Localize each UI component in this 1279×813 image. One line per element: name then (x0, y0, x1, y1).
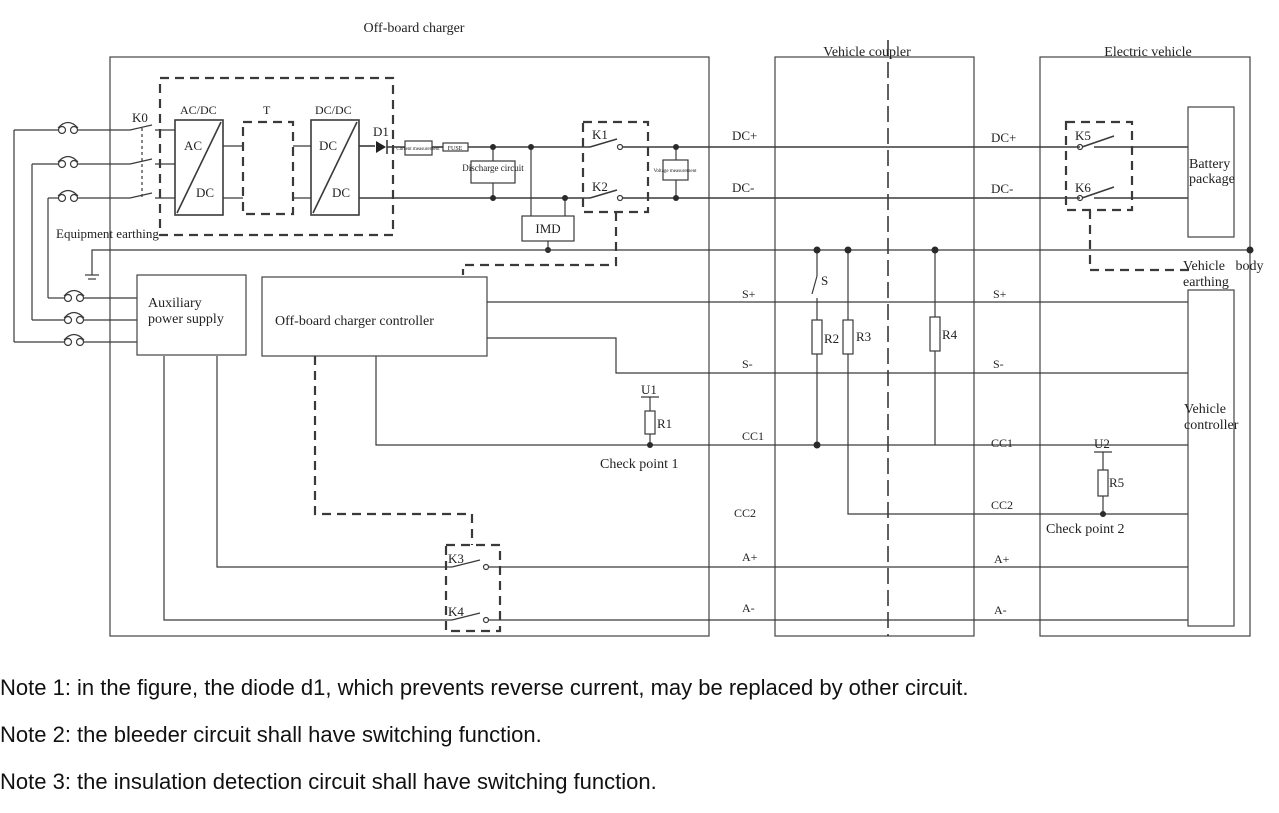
check-point-1-label: Check point 1 (600, 457, 679, 472)
discharge-circuit-label: Discharge circuit (462, 163, 524, 173)
k2-label: K2 (592, 179, 608, 194)
a-minus-label-vehicle: A- (994, 603, 1007, 617)
r1 (644, 410, 656, 435)
note-1: Note 1: in the figure, the diode d1, whi… (0, 675, 969, 700)
s-minus-label-charger: S- (742, 357, 753, 371)
k6-label: K6 (1075, 180, 1091, 195)
ac-dc-converter (174, 119, 224, 216)
k5-label: K5 (1075, 128, 1091, 143)
aux-power-line1: Auxiliary (148, 296, 202, 311)
vehicle-body-line1: Vehicle body (1183, 259, 1263, 274)
imd-label: IMD (535, 221, 560, 236)
d1-label: D1 (373, 124, 389, 139)
note-2: Note 2: the bleeder circuit shall have s… (0, 722, 542, 747)
vehicle-controller (1187, 289, 1235, 627)
power-conversion-enclosure (158, 76, 395, 237)
cc1-label-vehicle: CC1 (991, 436, 1013, 450)
transformer (241, 120, 295, 216)
r3-label: R3 (856, 329, 871, 344)
earthing-bus (91, 249, 1250, 275)
r4-label: R4 (942, 327, 958, 342)
dc-dc-converter (310, 119, 360, 216)
s-label: S (821, 273, 828, 288)
k1-label: K1 (592, 127, 608, 142)
r2-label: R2 (824, 331, 839, 346)
s-plus-label-charger: S+ (742, 287, 756, 301)
a-plus-label-charger: A+ (742, 550, 758, 564)
auxiliary-power-supply (136, 274, 247, 356)
check-point-2-label: Check point 2 (1046, 522, 1125, 537)
cc2-label-vehicle: CC2 (991, 498, 1013, 512)
ac-dc-out-label: DC (196, 185, 214, 200)
r1-label: R1 (657, 416, 672, 431)
dc-dc-in-label: DC (319, 138, 337, 153)
current-measurement-label: Current measurement (396, 147, 440, 152)
k0-switch (129, 124, 175, 199)
r2 (811, 319, 823, 355)
ac-dc-in-label: AC (184, 138, 202, 153)
r4 (929, 316, 941, 352)
fuse-label: FUSE (448, 146, 463, 152)
voltage-measurement-label: Voltage measurement (653, 169, 697, 174)
a-minus-label-charger: A- (742, 601, 755, 615)
notes-section: Note 1: in the figure, the diode d1, whi… (0, 672, 1279, 813)
transformer-label: T (263, 103, 271, 117)
off-board-charger-controller (261, 276, 488, 357)
r3 (842, 319, 854, 355)
equipment-earthing-label: Equipment earthing (56, 226, 159, 241)
dc-dc-out-label: DC (332, 185, 350, 200)
charging-circuit-diagram: Off-board charger Vehicle coupler Electr… (13, 21, 1263, 637)
k3-k4-enclosure (444, 543, 502, 633)
battery-line2: package (1189, 172, 1235, 187)
a-minus-wire (163, 356, 452, 621)
dc-plus-label-vehicle: DC+ (991, 130, 1016, 145)
k0-label: K0 (132, 110, 148, 125)
k4-label: K4 (448, 604, 464, 619)
off-board-charger-frame (109, 56, 710, 637)
vehicle-body-line2: earthing (1183, 275, 1229, 290)
current-measurement-block (404, 140, 433, 156)
switch-s (811, 275, 818, 295)
vehicle-coupler-frame (774, 56, 975, 637)
dc-minus-label-charger: DC- (732, 180, 754, 195)
cc1-wire (375, 356, 1188, 446)
s-minus-wire (487, 337, 1188, 374)
vehicle-controller-line1: Vehicle (1184, 402, 1226, 417)
dc-minus-label-vehicle: DC- (991, 181, 1013, 196)
u1-label: U1 (641, 382, 657, 397)
dc-dc-label: DC/DC (315, 103, 352, 117)
ac-input (13, 121, 137, 347)
off-board-charger-title: Off-board charger (364, 21, 465, 36)
k3-label: K3 (448, 551, 464, 566)
aux-power-line2: power supply (148, 312, 224, 327)
dc-plus-label-charger: DC+ (732, 128, 757, 143)
a-plus-wire (216, 356, 452, 568)
s-plus-label-vehicle: S+ (993, 287, 1007, 301)
s-minus-label-vehicle: S- (993, 357, 1004, 371)
cc2-wire (847, 354, 1188, 515)
note-3: Note 3: the insulation detection circuit… (0, 769, 657, 794)
k5-k6-enclosure (1064, 120, 1134, 212)
electric-vehicle-title: Electric vehicle (1104, 45, 1191, 60)
ac-dc-label: AC/DC (180, 103, 217, 117)
battery-line1: Battery (1189, 157, 1230, 172)
r5 (1097, 469, 1109, 497)
cc2-label-charger: CC2 (734, 506, 756, 520)
battery-package (1187, 106, 1235, 238)
charger-controller-label: Off-board charger controller (275, 314, 434, 329)
diode-d1 (376, 140, 388, 154)
vehicle-controller-line2: controller (1184, 418, 1239, 433)
cc1-label-charger: CC1 (742, 429, 764, 443)
electric-vehicle-frame (1039, 56, 1251, 637)
a-plus-label-vehicle: A+ (994, 552, 1010, 566)
vehicle-coupler-title: Vehicle coupler (823, 45, 911, 60)
r5-label: R5 (1109, 475, 1124, 490)
u2-label: U2 (1094, 436, 1110, 451)
